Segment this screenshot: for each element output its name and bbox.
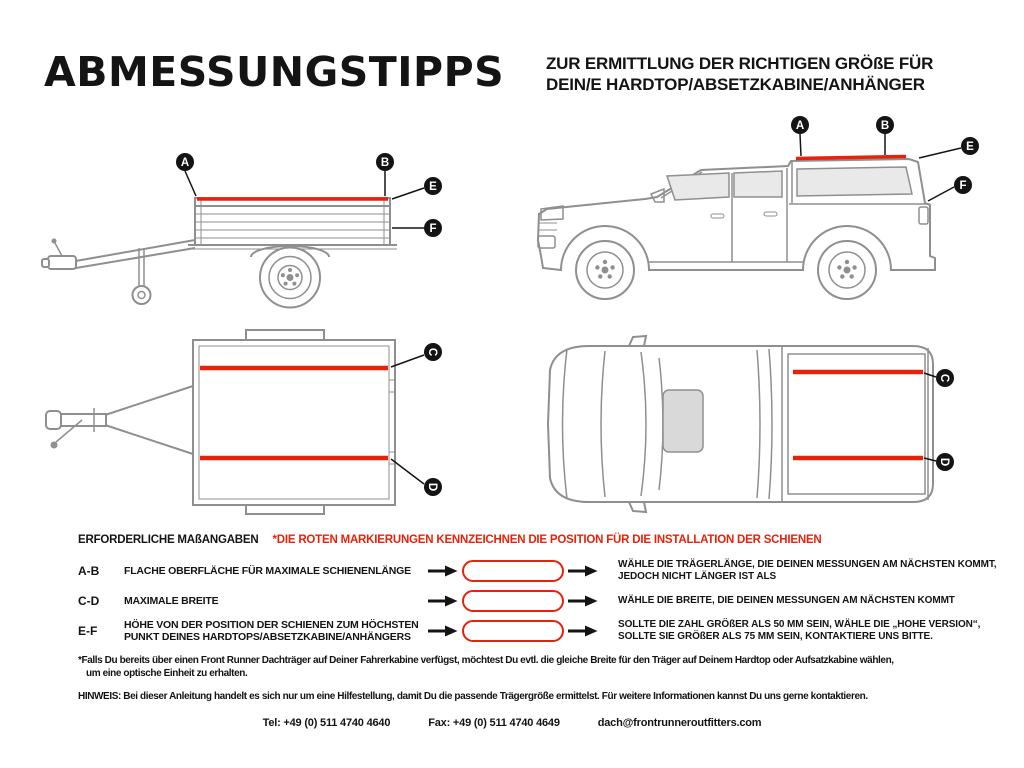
- svg-text:B: B: [881, 120, 889, 132]
- svg-text:E: E: [429, 181, 437, 193]
- trailer-wheel: [259, 246, 321, 309]
- measure-description: HÖHE VON DER POSITION DER SCHIENEN ZUM H…: [124, 618, 419, 644]
- leader-lines: [184, 170, 425, 229]
- badge-a: A: [176, 153, 194, 171]
- badge-c: C: [936, 369, 954, 387]
- trailer-top-view-figure: C D: [45, 329, 442, 515]
- measurement-row-ab: A-B FLACHE OBERFLÄCHE FÜR MAXIMALE SCHIE…: [78, 556, 1008, 586]
- svg-text:C: C: [426, 348, 438, 356]
- badge-e: E: [424, 177, 442, 195]
- svg-text:F: F: [429, 223, 436, 235]
- footnote-line-2: um eine optische Einheit zu erhalten.: [86, 668, 248, 679]
- page-subtitle: ZUR ERMITTLUNG DER RICHTIGEN GRÖßE FÜR D…: [546, 53, 933, 95]
- svg-text:C: C: [938, 374, 950, 382]
- truck-top-view-figure: C D: [546, 334, 954, 514]
- svg-text:E: E: [966, 141, 974, 153]
- contact-tel: Tel: +49 (0) 511 4740 4640: [262, 717, 391, 729]
- badge-c: C: [424, 343, 442, 361]
- svg-text:B: B: [381, 157, 389, 169]
- measurement-row-cd: C-D MAXIMALE BREITE WÄHLE DIE BREITE, DI…: [78, 586, 1008, 616]
- jockey-wheel: [131, 248, 152, 305]
- page-title: ABMESSUNGSTIPPS: [44, 48, 505, 96]
- hinweis-note: HINWEIS: Bei dieser Anleitung handelt es…: [78, 691, 868, 702]
- required-measurements-label: ERFORDERLICHE MAßANGABEN: [78, 534, 259, 546]
- badge-f: F: [954, 176, 972, 194]
- truck-wheels: [575, 240, 877, 300]
- svg-text:D: D: [938, 458, 950, 466]
- measure-instruction: SOLLTE DIE ZAHL GRÖßER ALS 50 MM SEIN, W…: [618, 618, 981, 643]
- measure-instruction: WÄHLE DIE BREITE, DIE DEINEN MESSUNGEN A…: [618, 594, 955, 606]
- badge-e: E: [961, 137, 979, 155]
- measure-description: FLACHE OBERFLÄCHE FÜR MAXIMALE SCHIENENL…: [124, 564, 411, 577]
- measure-instruction: WÄHLE DIE TRÄGERLÄNGE, DIE DEINEN MESSUN…: [618, 558, 997, 583]
- measurements-heading: ERFORDERLICHE MAßANGABEN *DIE ROTEN MARKI…: [78, 534, 822, 546]
- measure-key: A-B: [78, 564, 100, 578]
- leader-lines: [923, 372, 937, 462]
- measurement-rows: A-B FLACHE OBERFLÄCHE FÜR MAXIMALE SCHIE…: [78, 556, 1008, 646]
- measurement-input-box: [462, 590, 564, 612]
- leader-lines: [390, 354, 425, 485]
- svg-text:F: F: [959, 180, 966, 192]
- rail-position-marking: [795, 154, 907, 161]
- truck-body: [536, 157, 936, 272]
- contact-email: dach@frontrunneroutfitters.com: [597, 717, 762, 729]
- badge-a: A: [791, 116, 809, 134]
- svg-text:A: A: [796, 120, 804, 132]
- measure-key: E-F: [78, 624, 98, 638]
- footnote-line-1: *Falls Du bereits über einen Front Runne…: [78, 655, 894, 666]
- truck-side-view-figure: A B E F: [536, 116, 979, 300]
- measure-key: C-D: [78, 594, 100, 608]
- arrow-right-icon: [568, 625, 598, 637]
- asterisk-footnote: *Falls Du bereits über einen Front Runne…: [78, 654, 894, 680]
- trailer-top-drawbar: [45, 385, 194, 455]
- red-markings-note: *DIE ROTEN MARKIERUNGEN KENNZEICHNEN DIE…: [272, 534, 822, 546]
- measure-description: MAXIMALE BREITE: [124, 594, 219, 607]
- subtitle-line-2: DEIN/E HARDTOP/ABSETZKABINE/ANHÄNGER: [546, 75, 925, 94]
- arrow-right-icon: [568, 565, 598, 577]
- arrow-right-icon: [568, 595, 598, 607]
- trailer-drawbar: [41, 238, 196, 270]
- measurement-input-box: [462, 620, 564, 642]
- arrow-right-icon: [428, 625, 458, 637]
- subtitle-line-1: ZUR ERMITTLUNG DER RICHTIGEN GRÖßE FÜR: [546, 54, 934, 73]
- badge-b: B: [376, 153, 394, 171]
- arrow-right-icon: [428, 595, 458, 607]
- arrow-right-icon: [428, 565, 458, 577]
- svg-text:A: A: [181, 157, 189, 169]
- contact-line: Tel: +49 (0) 511 4740 4640 Fax: +49 (0) …: [0, 717, 1024, 729]
- trailer-top-box: [192, 329, 396, 515]
- measurement-row-ef: E-F HÖHE VON DER POSITION DER SCHIENEN Z…: [78, 616, 1008, 646]
- measurement-input-box: [462, 560, 564, 582]
- badge-d: D: [424, 478, 442, 496]
- badge-f: F: [424, 219, 442, 237]
- leader-lines: [799, 133, 962, 202]
- badge-d: D: [936, 453, 954, 471]
- contact-fax: Fax: +49 (0) 511 4740 4649: [428, 717, 560, 729]
- truck-top-body: [546, 334, 934, 514]
- svg-text:D: D: [426, 483, 438, 491]
- trailer-box: [194, 197, 391, 246]
- trailer-side-view-figure: A B E F: [41, 153, 442, 309]
- badge-b: B: [876, 116, 894, 134]
